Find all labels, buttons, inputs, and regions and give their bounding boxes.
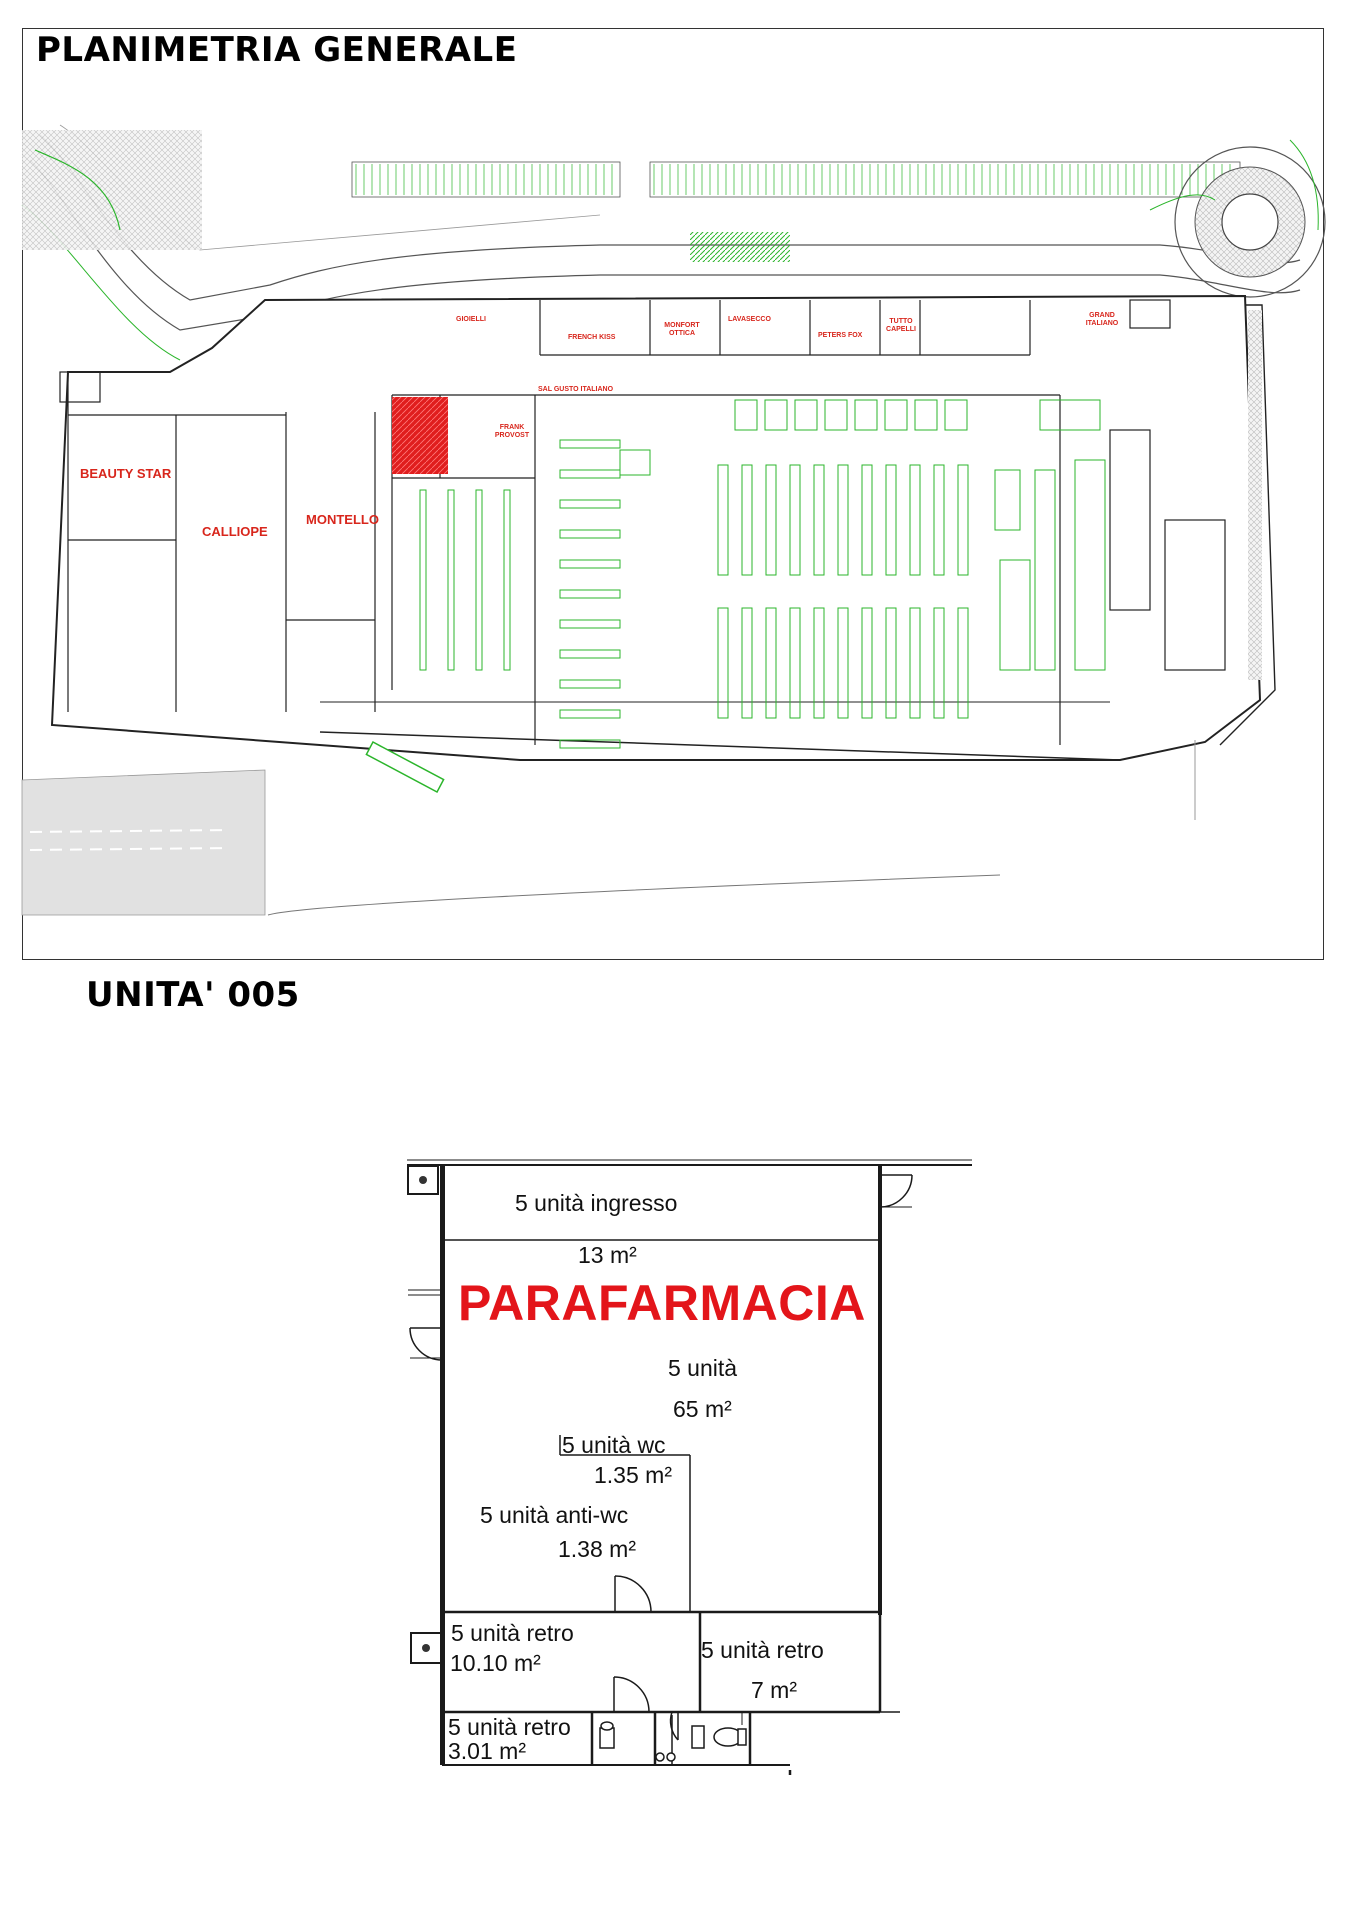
room-wc-area: 1.35 m² [594,1462,672,1488]
shop-label-grand-italiano: GRAND ITALIANO [1085,312,1119,327]
general-plan-title: PLANIMETRIA GENERALE [36,30,518,70]
shop-label-calliope: CALLIOPE [202,524,268,539]
unit-floor-plan [407,1159,972,1775]
shop-label-gioielli: GIOIELLI [456,316,486,323]
shop-label-sal-gusto: SAL GUSTO ITALIANO [538,386,614,393]
shop-label-lavasecco: LAVASECCO [728,316,771,323]
room-retro-3-area: 3.01 m² [448,1738,526,1764]
room-wc-name: 5 unità wc [562,1432,666,1458]
supermarket-fixtures [419,399,1106,749]
roundabout [1149,139,1326,298]
room-retro-2-name: 5 unità retro [701,1637,824,1663]
ramp [1219,304,1276,746]
site-plan-frame [22,28,1324,960]
room-main-area: 65 m² [673,1396,732,1422]
shop-partitions [59,299,1226,745]
room-retro-3-name: 5 unità retro [448,1714,571,1740]
room-retro-1-name: 5 unità retro [451,1620,574,1646]
shop-label-tutto-capelli: TUTTO CAPELLI [886,318,916,333]
room-ingresso-name: 5 unità ingresso [515,1190,678,1216]
room-main-name: 5 unità [668,1355,738,1381]
unit-title: UNITA' 005 [86,975,300,1015]
unit-name-parafarmacia: PARAFARMACIA [458,1275,866,1331]
highlighted-unit [392,397,448,474]
room-retro-2-area: 7 m² [751,1677,797,1703]
shop-label-montello: MONTELLO [306,512,379,527]
room-anti-wc-area: 1.38 m² [558,1536,636,1562]
room-retro-1-area: 10.10 m² [450,1650,541,1676]
lower-road [21,740,1196,916]
site-plan-drawing [21,124,1326,916]
room-ingresso-area: 13 m² [578,1242,637,1268]
parking-rows [351,161,1241,262]
shop-label-peters-fox: PETERS FOX [818,332,863,339]
shop-label-french-kiss: FRENCH KISS [568,334,616,341]
shop-label-monfort-ottica: MONFORT OTTICA [664,322,700,337]
shop-label-beauty-star: BEAUTY STAR [80,466,172,481]
room-anti-wc-name: 5 unità anti-wc [480,1502,629,1528]
shop-label-frank-provost: FRANK PROVOST [494,424,530,439]
